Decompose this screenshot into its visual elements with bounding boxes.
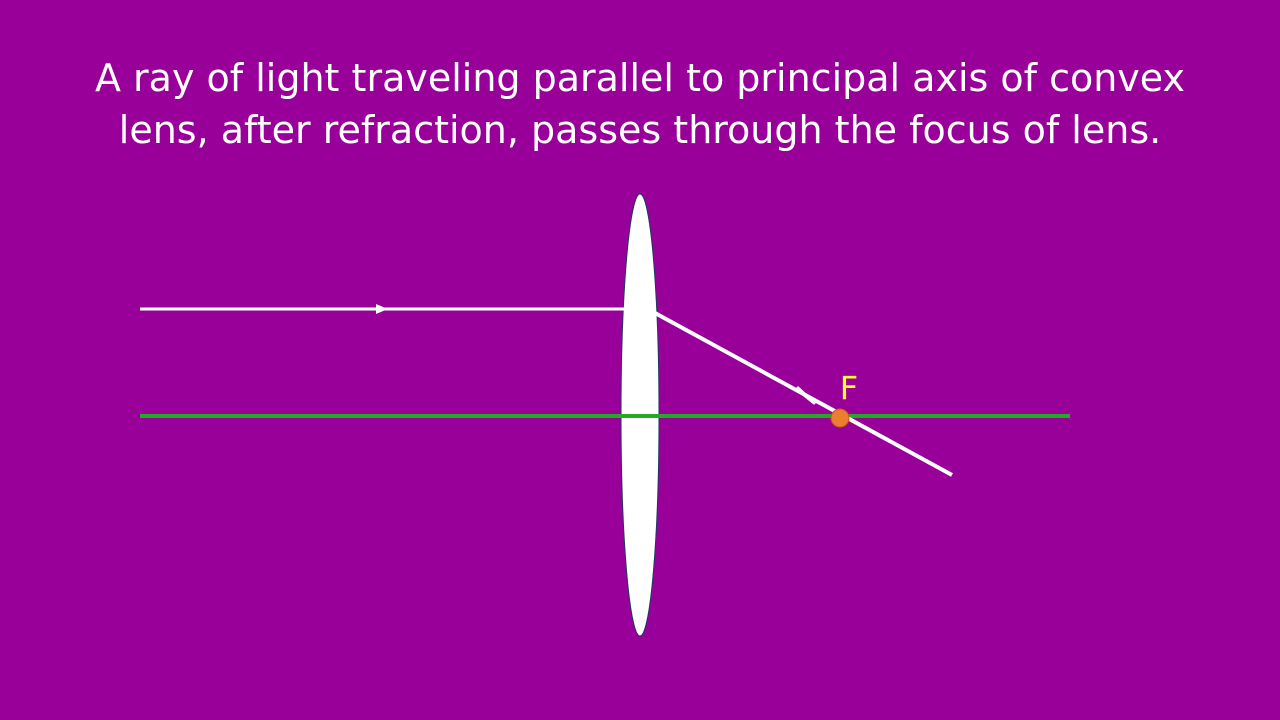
title-line-2: lens, after refraction, passes through t… — [118, 108, 1162, 152]
focus-point — [830, 408, 850, 428]
focus-label: F — [840, 369, 858, 407]
title-line-1: A ray of light traveling parallel to pri… — [94, 56, 1185, 100]
slide-title: A ray of light traveling parallel to pri… — [40, 52, 1240, 156]
incident-ray-arrow — [376, 304, 388, 314]
refracted-ray-arrow — [796, 386, 816, 405]
